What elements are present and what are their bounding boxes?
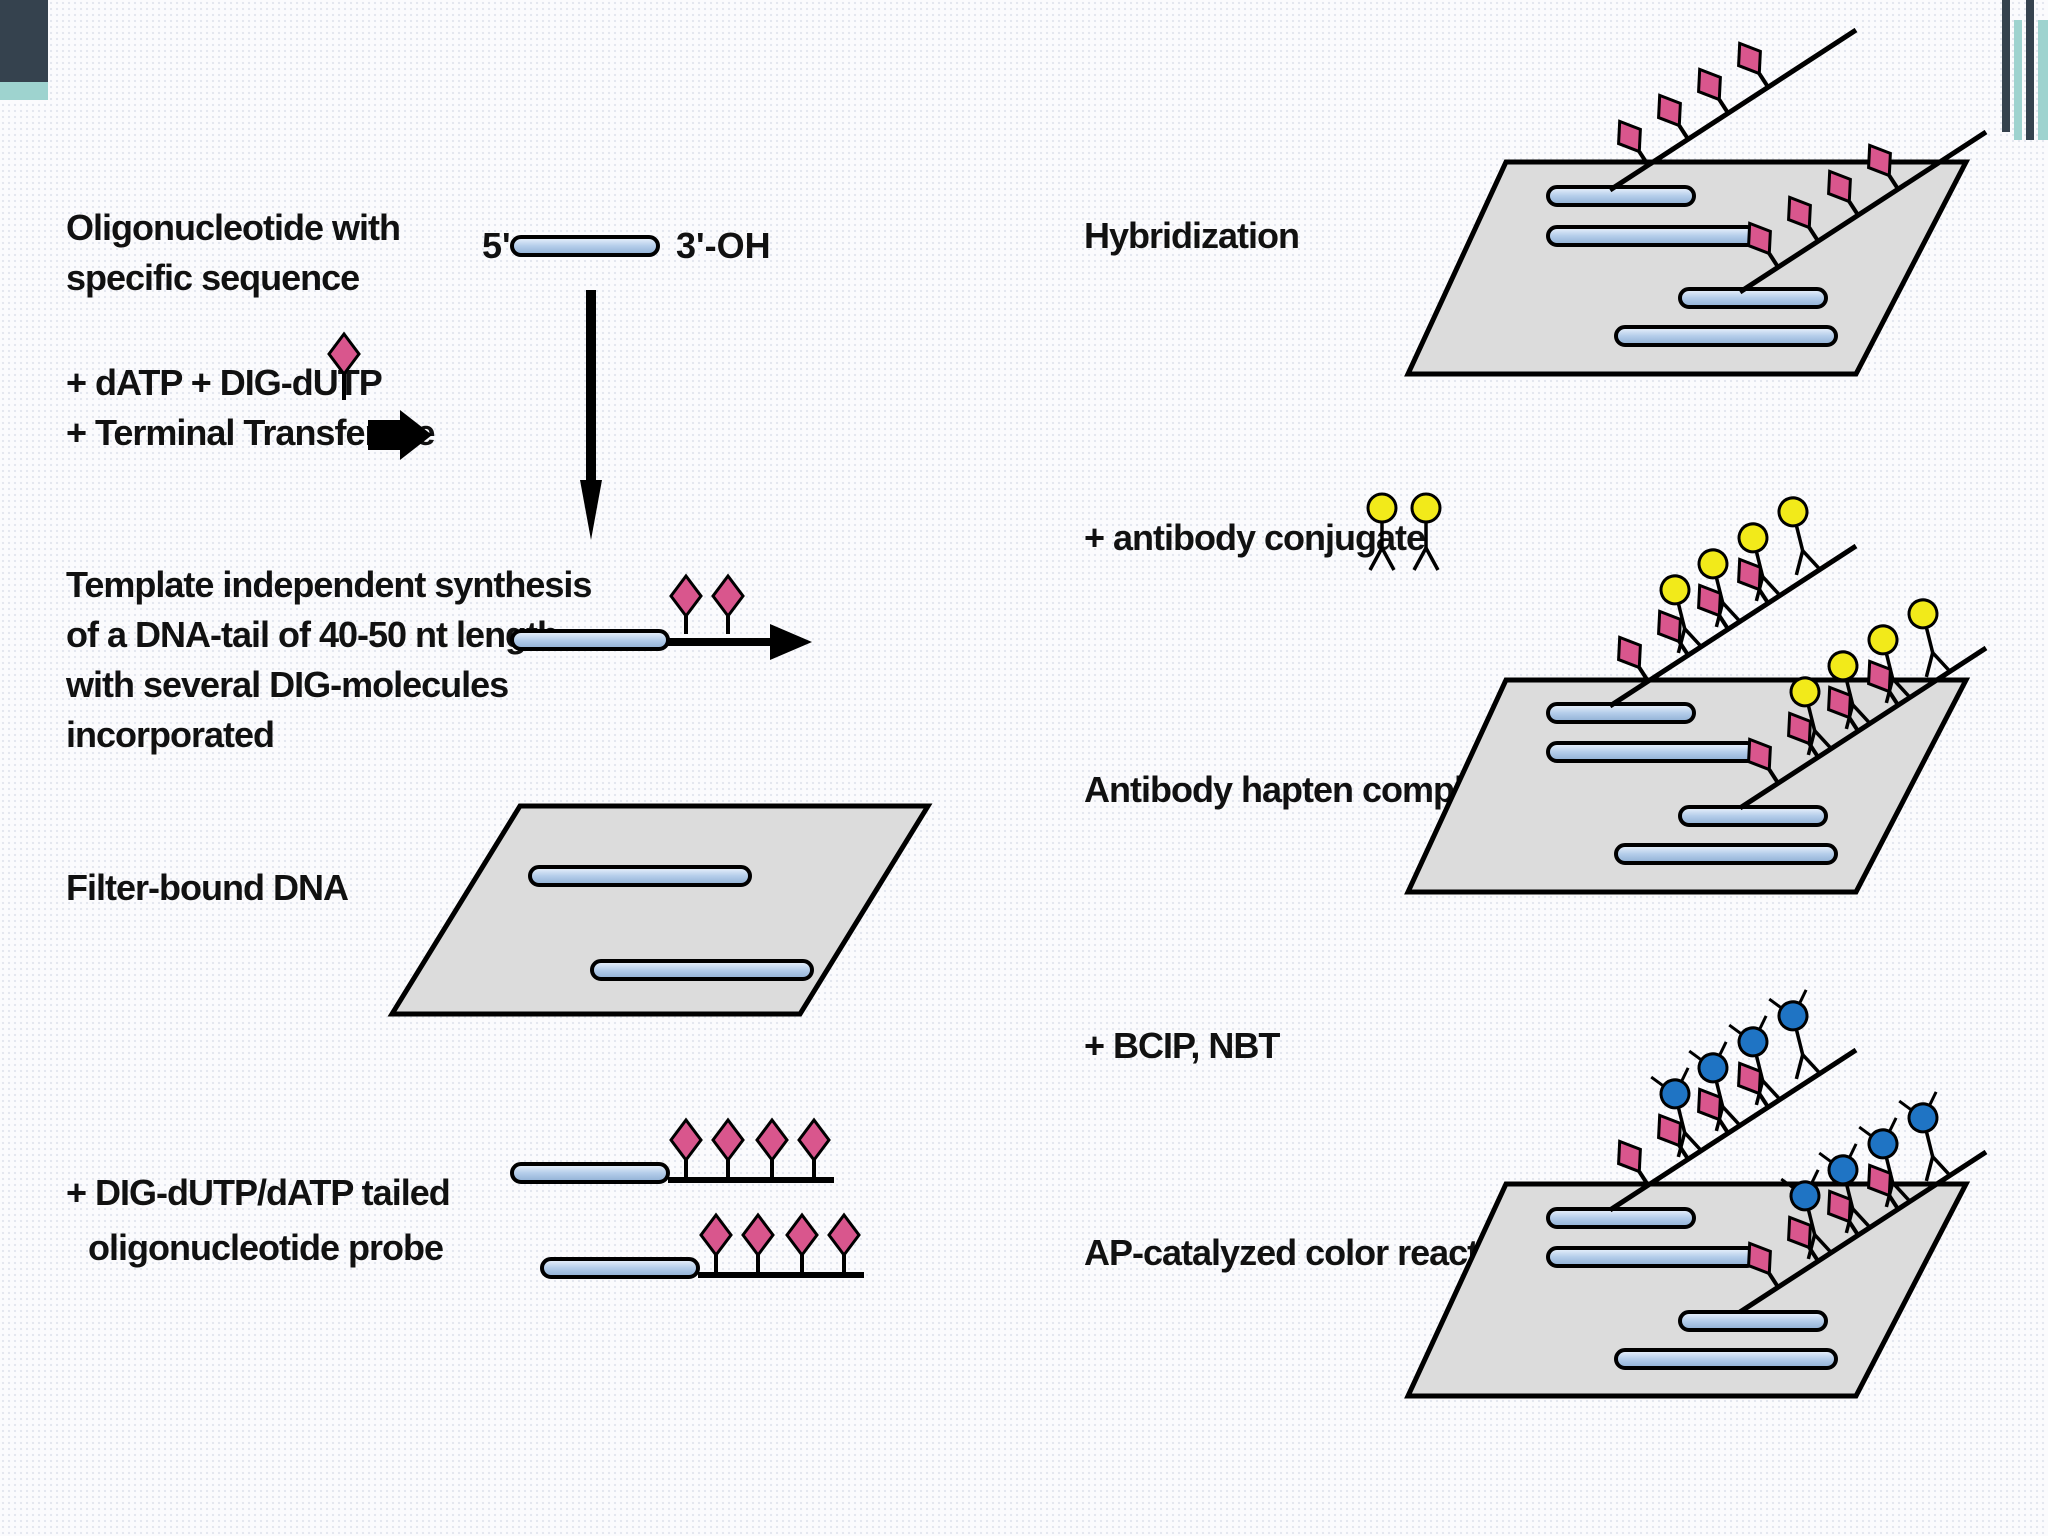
label-synthesis-line2: of a DNA-tail of 40-50 nt length bbox=[66, 614, 558, 655]
tailed-probe-2 bbox=[540, 1213, 864, 1279]
label-synthesis-line1: Template independent synthesis bbox=[66, 564, 591, 605]
label-ap-reaction: AP-catalyzed color reaction bbox=[1084, 1232, 1529, 1273]
label-bcip-nbt: + BCIP, NBT bbox=[1084, 1025, 1280, 1066]
antibody-hapten-filter bbox=[1404, 493, 1986, 895]
corner-stripe-3 bbox=[2026, 0, 2034, 140]
oligo-strand bbox=[510, 235, 660, 257]
corner-stripe-4 bbox=[2038, 20, 2048, 140]
label-probe-line2: oligonucleotide probe bbox=[88, 1227, 443, 1268]
slide-corner-decoration-left bbox=[0, 0, 48, 100]
tailed-oligo bbox=[510, 574, 812, 660]
hybridization-filter bbox=[1404, 30, 1986, 377]
corner-bar-dark bbox=[0, 0, 48, 82]
label-filter-bound: Filter-bound DNA bbox=[66, 867, 349, 908]
reaction-arrow-down bbox=[580, 290, 602, 540]
label-five-prime: 5' bbox=[482, 225, 511, 266]
corner-bar-light bbox=[0, 82, 48, 100]
label-hybridization: Hybridization bbox=[1084, 215, 1299, 256]
slide-corner-decoration-right bbox=[2002, 0, 2048, 140]
color-reaction-filter bbox=[1404, 988, 1986, 1399]
label-three-prime: 3'-OH bbox=[676, 225, 771, 266]
terminal-transferase-arrow-icon bbox=[368, 410, 432, 460]
label-reagents-line1: + dATP + DIG-dUTP bbox=[66, 362, 382, 403]
dig-hapten-icon bbox=[327, 331, 361, 400]
label-antibody-conjugate: + antibody conjugate bbox=[1084, 517, 1425, 558]
corner-stripe-1 bbox=[2002, 0, 2010, 132]
label-probe-line1: + DIG-dUTP/dATP tailed bbox=[66, 1172, 450, 1213]
label-oligo-line2: specific sequence bbox=[66, 257, 359, 298]
label-synthesis-line4: incorporated bbox=[66, 714, 274, 755]
label-antibody-hapten: Antibody hapten complex bbox=[1084, 769, 1502, 810]
label-oligo-line1: Oligonucleotide with bbox=[66, 207, 400, 248]
filter-membrane bbox=[387, 803, 933, 1017]
corner-stripe-2 bbox=[2014, 20, 2022, 140]
tailed-probe-1 bbox=[510, 1118, 834, 1184]
label-synthesis-line3: with several DIG-molecules bbox=[65, 664, 508, 705]
